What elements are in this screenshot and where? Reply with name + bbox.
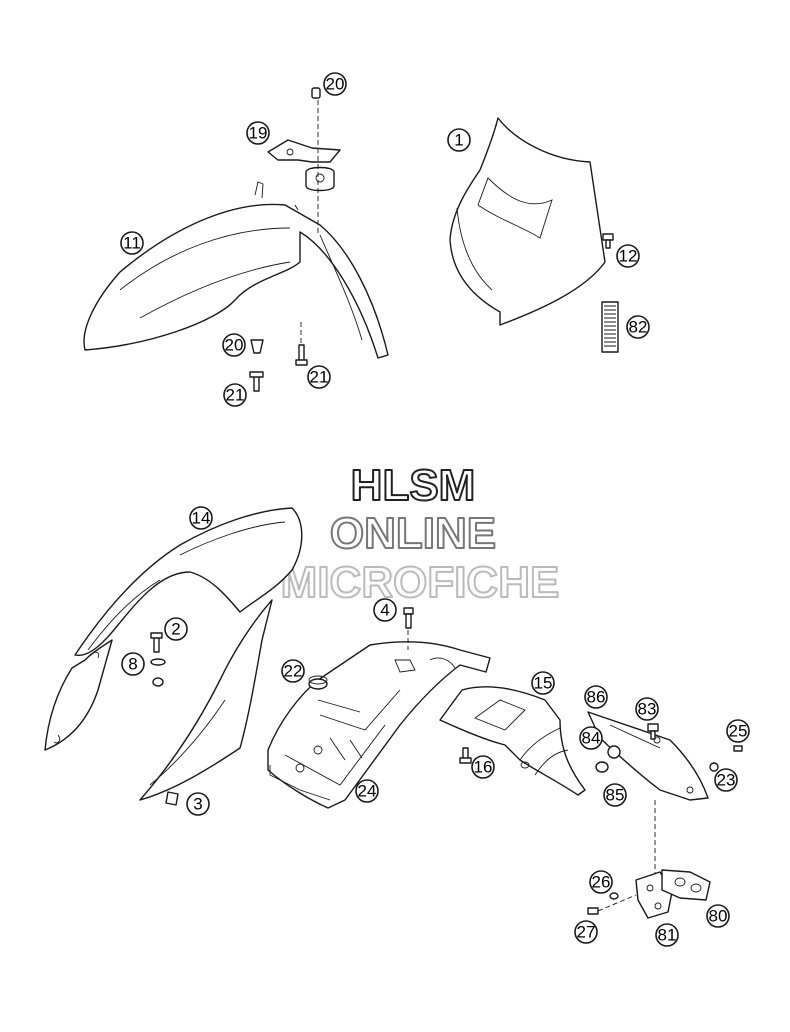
headlight-mask [449, 117, 606, 326]
callout-20-lower: 20 [222, 333, 246, 357]
callout-label: 86 [587, 688, 606, 707]
callout-8: 8 [121, 652, 145, 676]
callout-label: 4 [380, 601, 389, 620]
grommet-22 [308, 675, 328, 690]
callout-label: 82 [629, 318, 648, 337]
callout-19: 19 [246, 121, 270, 145]
callout-23: 23 [714, 768, 738, 792]
callout-label: 27 [577, 923, 596, 942]
screw-4 [403, 607, 414, 650]
front-fender [83, 181, 389, 359]
callout-label: 16 [474, 758, 493, 777]
callout-27: 27 [574, 920, 598, 944]
callout-label: 1 [454, 131, 463, 150]
callout-82: 82 [626, 315, 650, 339]
callout-3: 3 [186, 792, 210, 816]
callout-label: 84 [582, 729, 601, 748]
plate-hardware [595, 723, 743, 773]
callout-label: 21 [226, 386, 245, 405]
callout-14: 14 [189, 506, 213, 530]
watermark-line-2: ONLINE [330, 509, 496, 558]
callout-label: 3 [193, 795, 202, 814]
callout-label: 85 [606, 786, 625, 805]
screw-16 [459, 747, 472, 764]
callout-2: 2 [164, 617, 188, 641]
callout-label: 22 [284, 662, 303, 681]
callout-label: 14 [192, 509, 211, 528]
callout-21-left: 21 [223, 383, 247, 407]
callout-label: 20 [225, 336, 244, 355]
callout-label: 19 [249, 124, 268, 143]
callout-84: 84 [579, 726, 603, 750]
callout-16: 16 [471, 755, 495, 779]
callout-24: 24 [355, 779, 379, 803]
callout-20-top: 20 [323, 72, 347, 96]
callout-85: 85 [603, 783, 627, 807]
callout-label: 11 [123, 234, 141, 253]
callout-25: 25 [726, 719, 750, 743]
callout-label: 81 [658, 926, 677, 945]
callout-11: 11 [120, 231, 144, 255]
callout-label: 23 [717, 771, 736, 790]
callout-1: 1 [447, 128, 471, 152]
rear-inner-fender [439, 686, 586, 796]
callout-label: 20 [326, 75, 345, 94]
callout-label: 83 [638, 700, 657, 719]
callout-26: 26 [589, 870, 613, 894]
callout-86: 86 [584, 685, 608, 709]
watermark-line-3: MICROFICHE [281, 558, 560, 607]
callout-label: 15 [534, 674, 553, 693]
license-light [661, 869, 711, 901]
callout-label: 24 [358, 782, 377, 801]
license-plate-holder [587, 711, 709, 880]
callout-label: 21 [310, 368, 329, 387]
callout-label: 12 [619, 247, 638, 266]
callout-21-right: 21 [307, 365, 331, 389]
light-hardware [587, 892, 637, 915]
fender-bracket [267, 139, 341, 192]
callout-4: 4 [373, 598, 397, 622]
callout-label: 25 [729, 722, 748, 741]
callout-81: 81 [655, 923, 679, 947]
top-hardware [249, 87, 321, 392]
callout-12: 12 [616, 244, 640, 268]
callout-label: 80 [709, 907, 728, 926]
watermark: HLSM ONLINE MICROFICHE [280, 460, 561, 608]
seat-cover [44, 507, 303, 801]
callout-label: 26 [592, 873, 611, 892]
watermark-line-1: HLSM [351, 461, 476, 510]
callout-15: 15 [531, 671, 555, 695]
callout-80: 80 [706, 904, 730, 928]
grille-82 [601, 301, 619, 353]
callout-22: 22 [281, 659, 305, 683]
callout-label: 8 [128, 655, 137, 674]
callout-83: 83 [635, 697, 659, 721]
callout-label: 2 [171, 620, 180, 639]
screw-12 [602, 233, 614, 249]
seat-hardware [150, 632, 179, 806]
